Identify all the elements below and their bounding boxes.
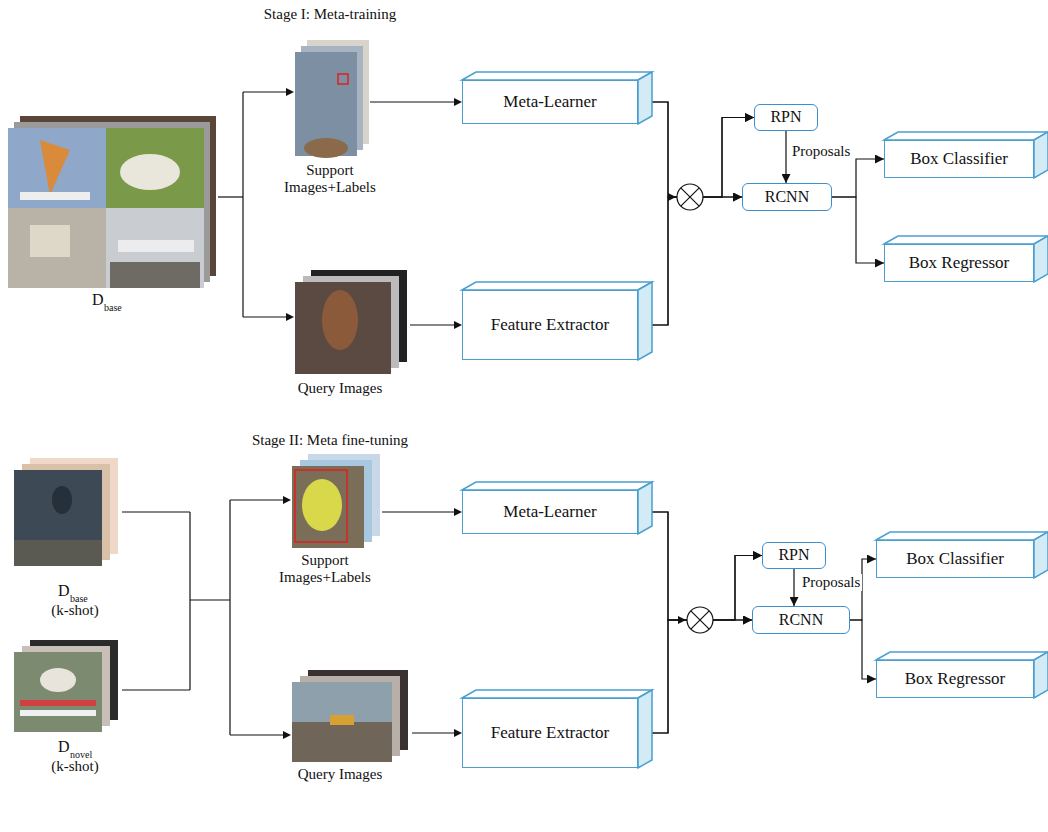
node-text: Box Classifier <box>906 549 1004 569</box>
node-text: RCNN <box>779 611 823 629</box>
box-top <box>884 132 1048 140</box>
support-images <box>292 454 380 548</box>
process-box: RCNN <box>742 183 832 211</box>
dataset-images <box>14 458 118 566</box>
connector-arrow <box>785 131 786 183</box>
node-text: Feature Extractor <box>491 723 609 743</box>
node-text: RPN <box>770 108 801 126</box>
image-caption: Support Images+Labels <box>270 162 390 197</box>
support-images <box>295 40 369 158</box>
connector-arrow <box>793 569 794 606</box>
shot-note: (k-shot) <box>20 602 130 619</box>
module-box: Box Classifier <box>876 540 1034 578</box>
image-caption: Query Images <box>295 766 385 783</box>
dataset-images <box>8 116 216 288</box>
module-box: Meta-Learner <box>462 490 638 534</box>
node-text: Feature Extractor <box>491 315 609 335</box>
query-images <box>292 670 408 762</box>
query-images <box>295 270 407 374</box>
connector-arrow <box>832 197 884 263</box>
stage-heading: Stage I: Meta-training <box>180 6 480 23</box>
box-side <box>638 72 652 124</box>
node-text: Box Regressor <box>909 253 1010 273</box>
box-side <box>1034 532 1048 578</box>
connector-arrow <box>638 102 742 197</box>
connector-arrow <box>638 620 752 733</box>
node-text: RPN <box>778 546 809 564</box>
box-side <box>638 282 652 360</box>
box-side <box>1034 236 1048 282</box>
module-box: Meta-Learner <box>462 80 638 124</box>
fusion-symbol <box>668 184 703 210</box>
node-text: Box Regressor <box>905 669 1006 689</box>
connector-arrow <box>638 197 742 325</box>
module-box: Box Regressor <box>876 660 1034 698</box>
edge-label: Proposals <box>800 574 862 591</box>
fusion-symbol <box>678 607 713 633</box>
connector-arrow <box>850 620 876 679</box>
image-caption: Support Images+Labels <box>265 552 385 587</box>
connector-arrow <box>832 159 884 197</box>
box-side <box>638 482 652 534</box>
process-box: RPN <box>754 104 818 131</box>
edge-label: Proposals <box>790 143 852 160</box>
node-text: Meta-Learner <box>503 92 596 112</box>
module-box: Box Classifier <box>884 140 1034 178</box>
stage-heading: Stage II: Meta fine-tuning <box>180 432 480 449</box>
dataset-subscript: base <box>104 302 122 314</box>
box-top <box>462 482 652 490</box>
connector-arrow <box>638 118 754 326</box>
module-box: Feature Extractor <box>462 698 638 768</box>
dataset-symbol: D <box>58 738 70 756</box>
box-top <box>462 72 652 80</box>
box-top <box>462 282 652 290</box>
dataset-images <box>14 640 118 732</box>
box-side <box>1034 652 1048 698</box>
box-top <box>462 690 652 698</box>
box-top <box>884 236 1048 244</box>
dataset-symbol: D <box>92 291 104 309</box>
connector-arrow <box>638 102 754 197</box>
image-caption: Query Images <box>295 380 385 397</box>
shot-note: (k-shot) <box>20 758 130 775</box>
box-side <box>1034 132 1048 178</box>
connector-arrow <box>638 512 762 620</box>
box-top <box>876 652 1048 660</box>
box-side <box>638 690 652 768</box>
process-box: RPN <box>762 542 826 569</box>
node-text: Meta-Learner <box>503 502 596 522</box>
connector-arrow <box>638 556 762 734</box>
node-text: RCNN <box>765 188 809 206</box>
box-top <box>876 532 1048 540</box>
dataset-symbol: D <box>58 582 70 600</box>
node-text: Box Classifier <box>910 149 1008 169</box>
module-box: Feature Extractor <box>462 290 638 360</box>
module-box: Box Regressor <box>884 244 1034 282</box>
process-box: RCNN <box>752 606 850 634</box>
